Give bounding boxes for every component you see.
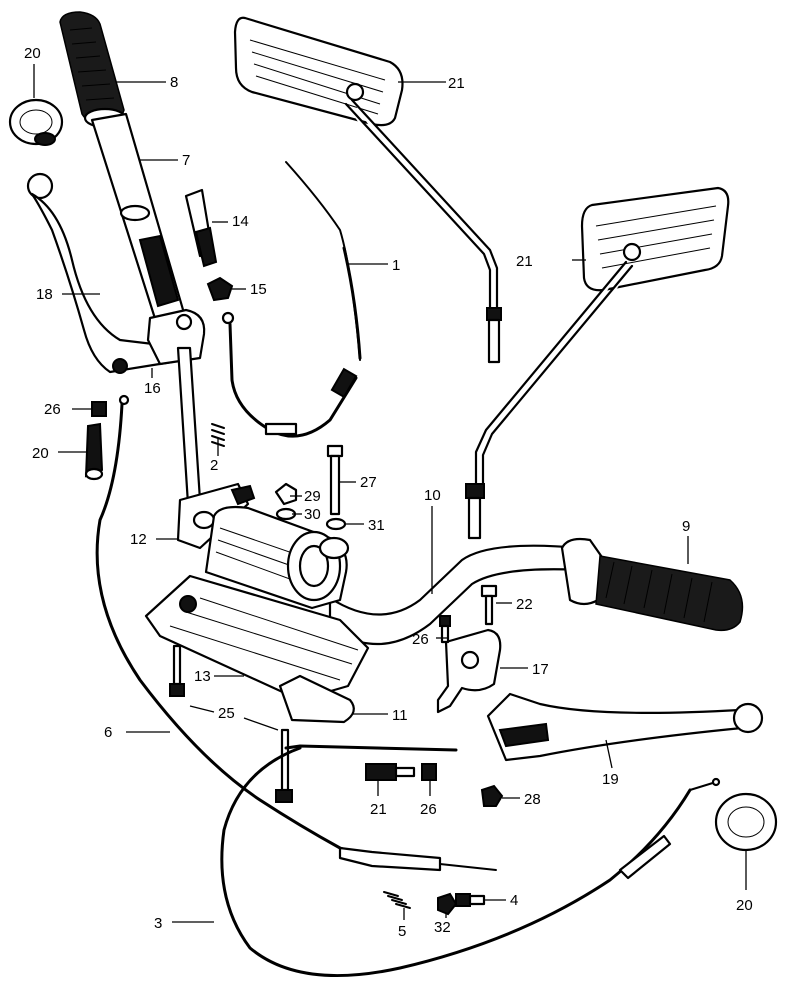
cable-6	[95, 394, 497, 872]
callout-12: 12	[130, 531, 147, 548]
callout-13: 13	[194, 668, 211, 685]
callout-5: 5	[398, 923, 406, 940]
handlebar-10	[328, 544, 584, 646]
grip-right	[560, 537, 744, 632]
callout-31-right: 31	[368, 517, 385, 534]
bar-end-cap-left	[8, 98, 64, 146]
spring-5	[383, 891, 411, 909]
screw-24	[480, 584, 498, 626]
callout-8: 8	[170, 74, 178, 91]
callout-labels: 20 8 7 14 15 1 21 21 18 16 26 20 2 27 29…	[24, 45, 753, 940]
bolt-25-lower	[275, 728, 293, 803]
grip-left	[59, 11, 127, 129]
callout-26-right: 26	[420, 801, 437, 818]
switch-part-14	[184, 188, 218, 268]
inner-cable-1	[285, 161, 362, 361]
callout-19: 19	[602, 771, 619, 788]
callout-1: 1	[392, 257, 400, 274]
bolt-25-upper	[169, 644, 185, 697]
clamp-upper	[204, 505, 350, 610]
washer-31-right	[325, 517, 347, 531]
callout-32: 32	[434, 919, 451, 936]
nut-30	[274, 482, 298, 506]
callout-15: 15	[250, 281, 267, 298]
callout-7: 7	[182, 152, 190, 169]
nut-29	[480, 784, 504, 807]
callout-20-left: 20	[24, 45, 41, 62]
callout-24: 22	[516, 596, 533, 613]
callout-30: 29	[304, 488, 321, 505]
callout-21-left: 20	[32, 445, 49, 462]
callout-11: 11	[392, 707, 408, 724]
adjuster-21-left	[84, 422, 104, 481]
bolt-28	[326, 444, 344, 516]
callout-31-left: 30	[304, 506, 321, 523]
callout-17: 17	[532, 661, 549, 678]
callout-10: 10	[424, 487, 441, 504]
callout-18: 18	[36, 286, 53, 303]
callout-3: 3	[154, 915, 162, 932]
callout-6: 6	[104, 724, 112, 741]
callout-23: 21	[516, 253, 533, 270]
throttle-tube	[90, 112, 188, 330]
callout-25: 25	[218, 705, 235, 722]
screw-4	[455, 893, 486, 907]
callout-20-right: 20	[736, 897, 753, 914]
callout-21-right: 21	[370, 801, 387, 818]
callout-9: 9	[682, 518, 690, 535]
spring-2	[211, 423, 225, 447]
callout-27: 26	[412, 631, 429, 648]
throttle-housing	[146, 308, 206, 366]
cable-3	[220, 744, 721, 977]
callout-2: 2	[210, 457, 218, 474]
bar-end-cap-right	[714, 792, 778, 852]
holder-lower-13	[144, 574, 370, 724]
adjuster-21-right	[365, 763, 416, 781]
screw-27	[439, 615, 451, 644]
nut-32	[437, 892, 458, 916]
callout-14: 14	[232, 213, 249, 230]
callout-29: 28	[524, 791, 541, 808]
mirror-left	[233, 16, 502, 364]
callout-28: 27	[360, 474, 377, 491]
leader-lines	[33, 64, 747, 923]
callout-4: 4	[510, 892, 518, 909]
cable-upper-loop	[221, 311, 358, 438]
lever-holder-17	[436, 628, 502, 714]
lever-right	[486, 692, 764, 762]
callout-26-left: 26	[44, 401, 61, 418]
nut-15	[206, 276, 234, 302]
callout-22: 21	[448, 75, 465, 92]
locknut-26-right	[421, 763, 437, 781]
mirror-right	[465, 186, 730, 540]
locknut-26-left	[91, 401, 107, 417]
callout-16: 16	[144, 380, 161, 397]
